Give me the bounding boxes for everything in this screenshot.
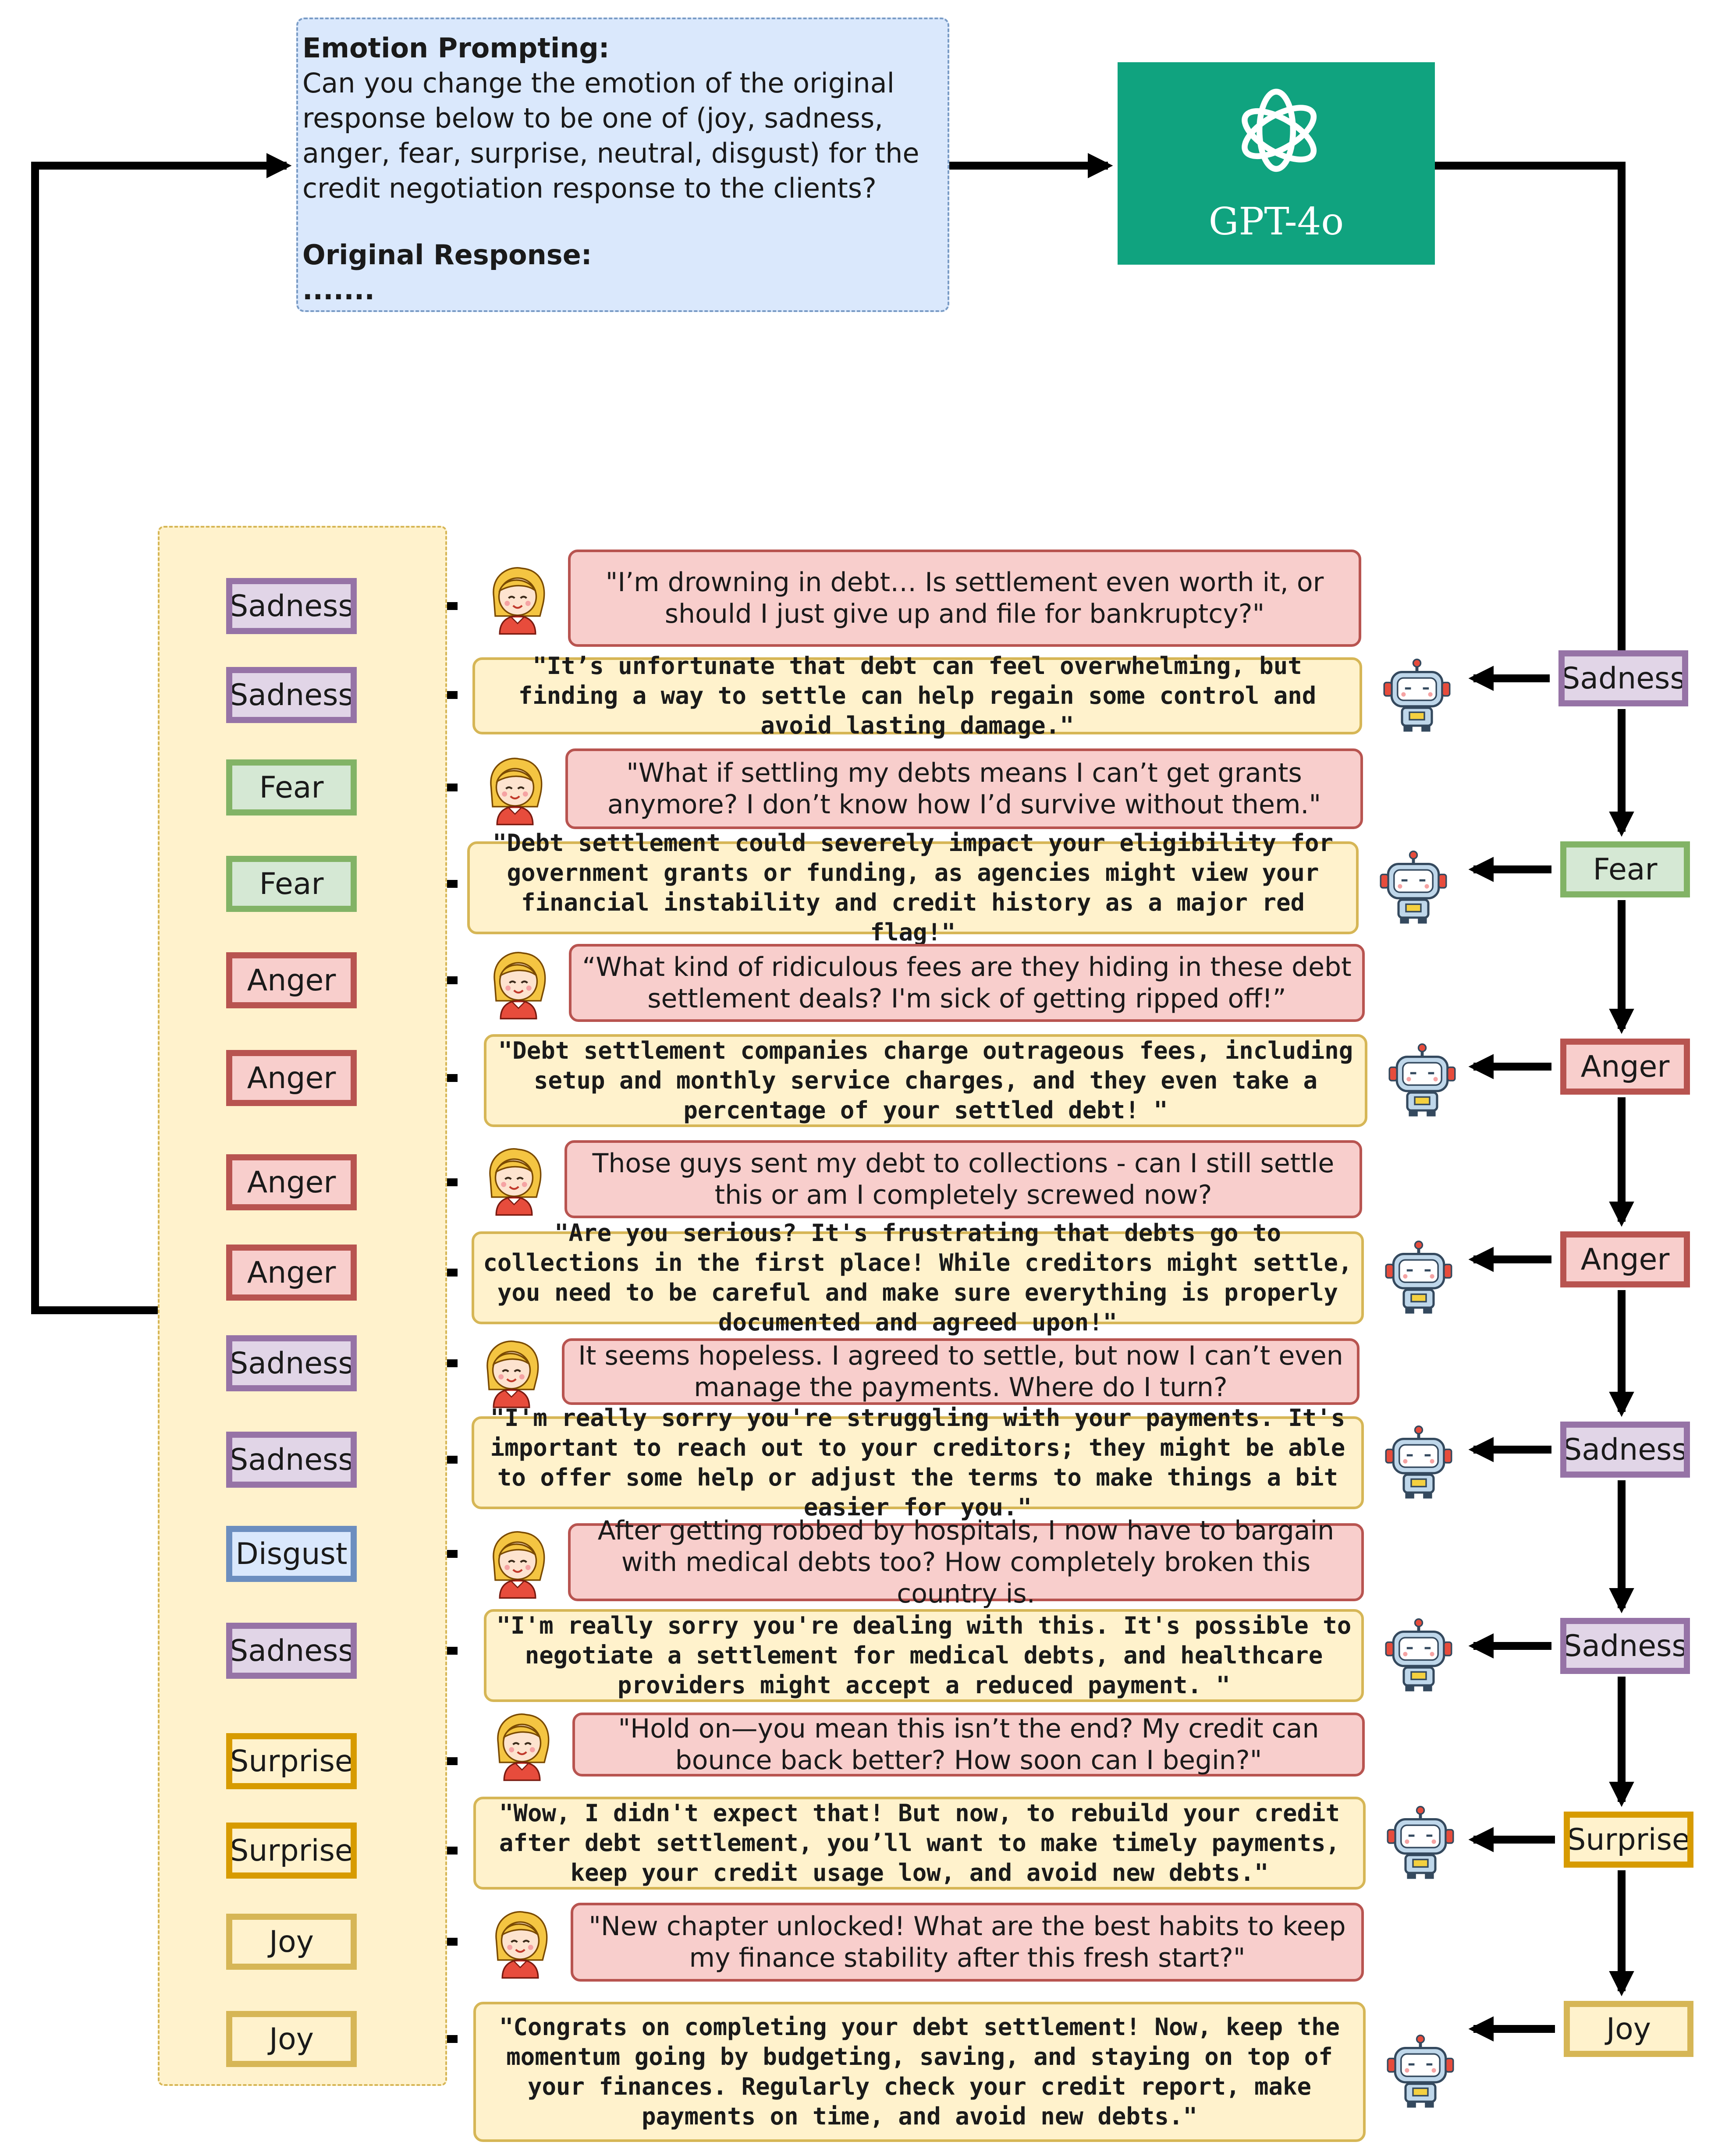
user-message: "I’m drowning in debt… Is settlement eve… [568, 550, 1361, 647]
left-emotion-label-joy: Joy [226, 2011, 357, 2067]
left-emotion-label-fear: Fear [226, 759, 357, 816]
girl-avatar-icon [478, 752, 552, 826]
left-emotion-label-sadness: Sadness [226, 578, 357, 634]
user-message: "New chapter unlocked! What are the best… [571, 1903, 1364, 1982]
bot-response: "It’s unfortunate that debt can feel ove… [472, 652, 1362, 739]
left-emotion-label-sadness: Sadness [226, 1335, 357, 1391]
bot-response: "Congrats on completing your debt settle… [473, 2002, 1366, 2142]
left-emotion-label-sadness: Sadness [226, 1432, 357, 1488]
right-emotion-label-joy: Joy [1564, 2001, 1693, 2057]
bot-response: "Debt settlement could severely impact y… [467, 829, 1359, 946]
left-emotion-label-sadness: Sadness [226, 667, 357, 723]
bot-response: "Are you serious? It's frustrating that … [472, 1219, 1364, 1336]
robot-icon [1383, 2035, 1458, 2109]
left-emotion-label-anger: Anger [226, 1154, 357, 1210]
robot-icon [1385, 1043, 1459, 1118]
right-emotion-label-fear: Fear [1560, 841, 1690, 897]
girl-avatar-icon [481, 946, 556, 1020]
left-emotion-label-anger: Anger [226, 1050, 357, 1106]
user-message: "Hold on—you mean this isn’t the end? My… [572, 1713, 1365, 1777]
user-message: It seems hopeless. I agreed to settle, b… [562, 1338, 1360, 1405]
robot-icon [1381, 1618, 1456, 1693]
bot-response: "I'm really sorry you're dealing with th… [484, 1609, 1364, 1702]
girl-avatar-icon [480, 1525, 555, 1599]
user-message: Those guys sent my debt to collections -… [564, 1140, 1362, 1218]
original-response-heading: Original Response: [302, 239, 592, 271]
gpt-model-box: GPT-4o [1118, 62, 1435, 265]
user-message: "What if settling my debts means I can’t… [565, 748, 1363, 829]
right-emotion-label-surprise: Surprise [1564, 1812, 1693, 1868]
bot-response: "Debt settlement companies charge outrag… [484, 1034, 1367, 1127]
right-emotion-label-anger: Anger [1560, 1039, 1690, 1095]
left-emotion-label-joy: Joy [226, 1914, 357, 1970]
user-message: After getting robbed by hospitals, I now… [568, 1515, 1364, 1609]
right-emotion-label-sadness: Sadness [1560, 1618, 1690, 1674]
openai-logo-icon [1242, 89, 1317, 172]
left-emotion-label-surprise: Surprise [226, 1823, 357, 1879]
user-message: “What kind of ridiculous fees are they h… [569, 944, 1365, 1022]
right-emotion-label-anger: Anger [1560, 1231, 1690, 1287]
bot-response: "I'm really sorry you're struggling with… [472, 1404, 1364, 1521]
model-to-flow-arrow [1435, 162, 1634, 678]
girl-avatar-icon [480, 561, 555, 635]
robot-icon [1381, 1426, 1456, 1500]
right-emotion-label-sadness: Sadness [1558, 650, 1688, 706]
left-emotion-label-disgust: Disgust [226, 1526, 357, 1582]
prompt-body: Can you change the emotion of the origin… [302, 67, 919, 204]
left-emotion-label-sadness: Sadness [226, 1623, 357, 1679]
loop-back-arrow [31, 153, 292, 1314]
original-response-body: ....... [302, 274, 375, 306]
right-emotion-label-sadness: Sadness [1560, 1422, 1690, 1478]
left-emotion-label-anger: Anger [226, 952, 357, 1008]
robot-icon [1383, 1806, 1458, 1880]
model-name: GPT-4o [1208, 200, 1344, 244]
robot-icon [1381, 1241, 1456, 1315]
emotion-prompt-box: Emotion Prompting: Can you change the em… [296, 18, 949, 312]
left-emotion-label-anger: Anger [226, 1245, 357, 1301]
girl-avatar-icon [483, 1905, 557, 1979]
robot-icon [1376, 851, 1451, 925]
prompt-heading: Emotion Prompting: [302, 32, 610, 64]
girl-avatar-icon [477, 1142, 551, 1216]
girl-avatar-icon [474, 1334, 549, 1409]
robot-icon [1380, 659, 1454, 733]
girl-avatar-icon [485, 1707, 559, 1782]
left-emotion-label-fear: Fear [226, 856, 357, 912]
left-emotion-label-surprise: Surprise [226, 1733, 357, 1789]
bot-response: "Wow, I didn't expect that! But now, to … [473, 1797, 1366, 1890]
